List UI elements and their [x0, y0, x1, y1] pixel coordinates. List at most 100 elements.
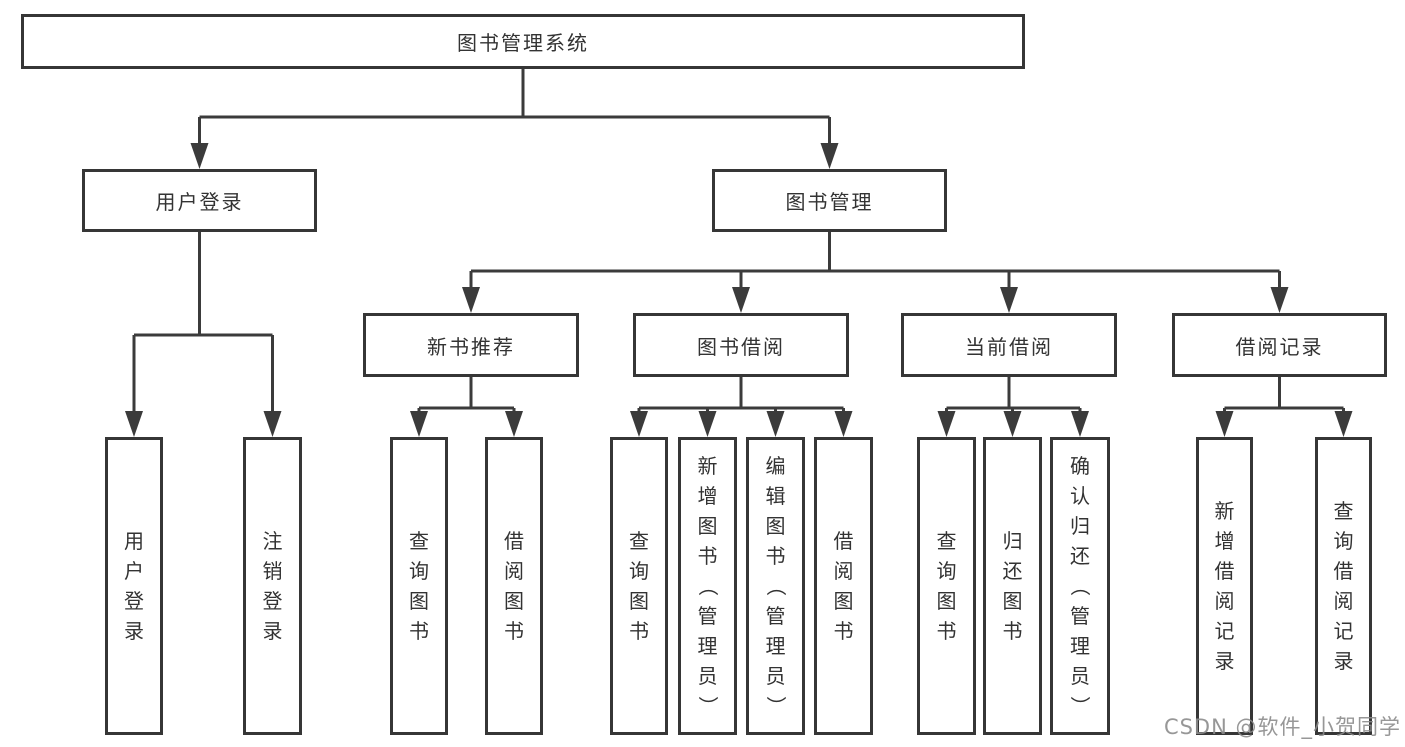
- node-label: 确认归还 （ 管理员 ）: [1068, 440, 1092, 732]
- node-label: 新增图书（管理员）: [696, 440, 720, 732]
- vertical-char: 管: [765, 604, 786, 628]
- vertical-char: 阅: [1333, 589, 1354, 613]
- vertical-char: 录: [124, 619, 144, 643]
- node-label: 注销登录: [263, 440, 283, 732]
- node-label: 新增借阅记录: [1215, 440, 1235, 732]
- vertical-char: （: [1068, 576, 1092, 596]
- node-book-management: 图书管理: [712, 169, 947, 232]
- vertical-char: 增: [1214, 529, 1235, 553]
- vertical-char: ）: [695, 696, 720, 716]
- vertical-char: 询: [936, 559, 957, 583]
- vertical-char: 确: [1070, 454, 1090, 478]
- node-label: 编辑图书（管理员）: [764, 440, 788, 732]
- node-logout-action: 注销登录: [243, 437, 302, 735]
- node-label: 图书管理: [785, 190, 874, 214]
- vertical-char: 阅: [1214, 589, 1235, 613]
- arrowhead-icon: [263, 411, 282, 437]
- vertical-char: 管: [1070, 604, 1090, 628]
- node-label: 图书借阅: [697, 334, 785, 359]
- vertical-char: 查: [409, 529, 429, 553]
- vertical-char: 借: [1333, 559, 1354, 583]
- arrowhead-icon: [1334, 411, 1353, 437]
- vertical-char: 录: [1214, 649, 1235, 673]
- arrowhead-icon: [1270, 287, 1289, 313]
- vertical-char: 书: [936, 619, 957, 643]
- arrowhead-icon: [1003, 411, 1022, 437]
- vertical-char: 认: [1070, 484, 1090, 508]
- node-label: 借阅记录: [1235, 334, 1324, 359]
- vertical-char: 书: [1002, 619, 1023, 643]
- node-query-books-recommend: 查询图书: [390, 437, 448, 735]
- node-query-books-borrowing: 查询图书: [610, 437, 668, 735]
- node-label: 查询图书: [937, 440, 957, 732]
- vertical-char: 销: [262, 559, 283, 583]
- node-edit-book-admin: 编辑图书（管理员）: [746, 437, 805, 735]
- vertical-char: 图: [629, 589, 649, 613]
- vertical-char: 理: [765, 634, 786, 658]
- vertical-char: 录: [262, 619, 283, 643]
- vertical-char: 阅: [833, 559, 854, 583]
- vertical-char: 图: [504, 589, 524, 613]
- vertical-char: 新: [697, 454, 718, 478]
- vertical-char: 记: [1333, 619, 1354, 643]
- vertical-char: 员: [1070, 664, 1090, 688]
- vertical-char: 图: [765, 514, 786, 538]
- vertical-char: （: [695, 576, 720, 596]
- node-current-borrowing: 当前借阅: [901, 313, 1117, 377]
- arrowhead-icon: [1071, 411, 1089, 437]
- vertical-char: 图: [409, 589, 429, 613]
- vertical-char: 新: [1214, 499, 1235, 523]
- vertical-char: 借: [504, 529, 524, 553]
- arrowhead-icon: [505, 411, 523, 437]
- node-label: 用户登录: [155, 190, 244, 214]
- arrowhead-icon: [834, 411, 853, 437]
- vertical-char: 书: [629, 619, 649, 643]
- vertical-char: 书: [833, 619, 854, 643]
- arrowhead-icon: [698, 411, 717, 437]
- vertical-char: ）: [1068, 696, 1092, 716]
- vertical-char: 登: [124, 589, 144, 613]
- vertical-char: 查: [629, 529, 649, 553]
- node-new-book-recommend: 新书推荐: [363, 313, 579, 377]
- arrowhead-icon: [766, 411, 785, 437]
- vertical-char: 员: [765, 664, 786, 688]
- node-query-books-current: 查询图书: [917, 437, 976, 735]
- vertical-char: 借: [1214, 559, 1235, 583]
- vertical-char: 书: [409, 619, 429, 643]
- node-label: 借阅图书: [504, 440, 524, 732]
- arrowhead-icon: [410, 411, 428, 437]
- node-confirm-return-admin: 确认归还 （ 管理员 ）: [1050, 437, 1110, 735]
- vertical-char: ）: [763, 696, 788, 716]
- node-borrow-books-borrowing: 借阅图书: [814, 437, 873, 735]
- vertical-char: 阅: [504, 559, 524, 583]
- vertical-char: 管: [697, 604, 718, 628]
- vertical-char: 借: [833, 529, 854, 553]
- vertical-char: 还: [1070, 544, 1090, 568]
- vertical-char: 员: [697, 664, 718, 688]
- vertical-char: 图: [833, 589, 854, 613]
- node-borrow-books-recommend: 借阅图书: [485, 437, 543, 735]
- vertical-char: 图: [1002, 589, 1023, 613]
- node-add-book-admin: 新增图书（管理员）: [678, 437, 737, 735]
- node-label: 借阅图书: [834, 440, 854, 732]
- vertical-char: 户: [124, 559, 144, 583]
- arrowhead-icon: [630, 411, 648, 437]
- vertical-char: 注: [262, 529, 283, 553]
- vertical-char: 询: [1333, 529, 1354, 553]
- arrowhead-icon: [125, 411, 143, 437]
- vertical-char: 查: [936, 529, 957, 553]
- watermark: CSDN @软件_小贺同学: [1163, 715, 1401, 739]
- vertical-char: 理: [697, 634, 718, 658]
- node-user-login: 用户登录: [82, 169, 317, 232]
- node-label: 查询借阅记录: [1334, 440, 1354, 732]
- vertical-char: 登: [262, 589, 283, 613]
- node-label: 用户登录: [124, 440, 144, 732]
- arrowhead-icon: [1000, 287, 1018, 313]
- vertical-char: （: [763, 576, 788, 596]
- node-query-borrowing-record: 查询借阅记录: [1315, 437, 1372, 735]
- vertical-char: 理: [1070, 634, 1090, 658]
- node-label: 归还图书: [1003, 440, 1023, 732]
- node-label: 新书推荐: [427, 334, 515, 359]
- vertical-char: 归: [1070, 514, 1090, 538]
- vertical-char: 询: [409, 559, 429, 583]
